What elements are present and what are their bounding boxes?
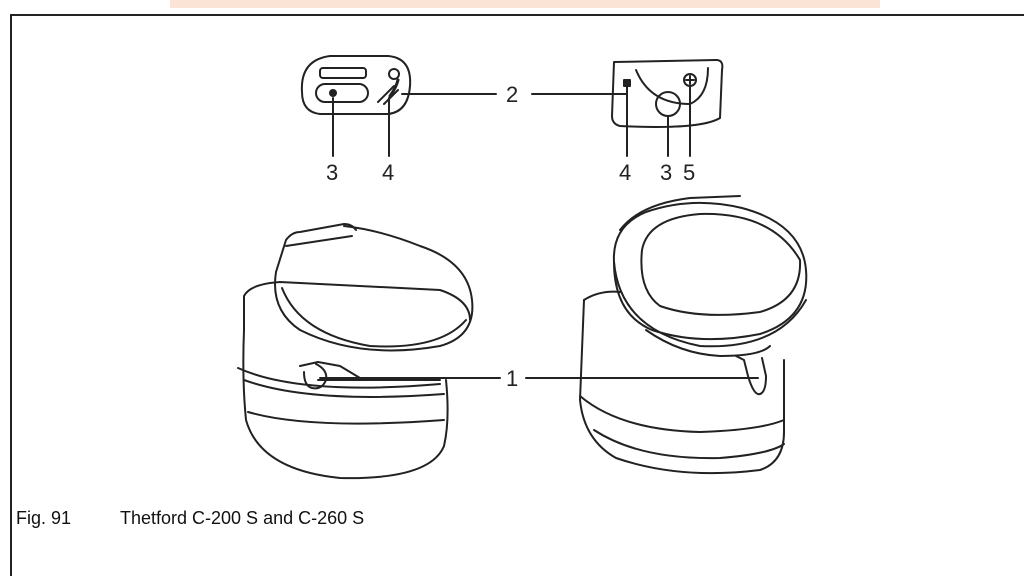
- left-panel-small-dot: [388, 68, 400, 80]
- right-panel-flush-button: [655, 91, 681, 117]
- right-toilet: [579, 195, 808, 475]
- figure-title: Thetford C-200 S and C-260 S: [120, 508, 365, 528]
- callout-left-3: 3: [326, 160, 338, 185]
- callout-right-3: 3: [660, 160, 672, 185]
- callout-1: 1: [506, 366, 518, 391]
- right-control-panel: [531, 59, 724, 157]
- left-panel-flush-button: [315, 83, 369, 103]
- left-panel-indicator: [319, 67, 367, 79]
- diagram-canvas: 3 4 2 4 3 5 1: [237, 55, 808, 480]
- callout-right-4: 4: [619, 160, 631, 185]
- callout-right-5: 5: [683, 160, 695, 185]
- left-control-panel: [300, 55, 497, 157]
- callout-2: 2: [506, 82, 518, 107]
- figure-caption: Fig. 91 Thetford C-200 S and C-260 S: [16, 508, 364, 529]
- figure-number: Fig. 91: [16, 508, 72, 528]
- left-toilet: [237, 223, 474, 480]
- top-accent-bar: [170, 0, 880, 8]
- callout-left-4: 4: [382, 160, 394, 185]
- figure-frame: [10, 14, 1024, 576]
